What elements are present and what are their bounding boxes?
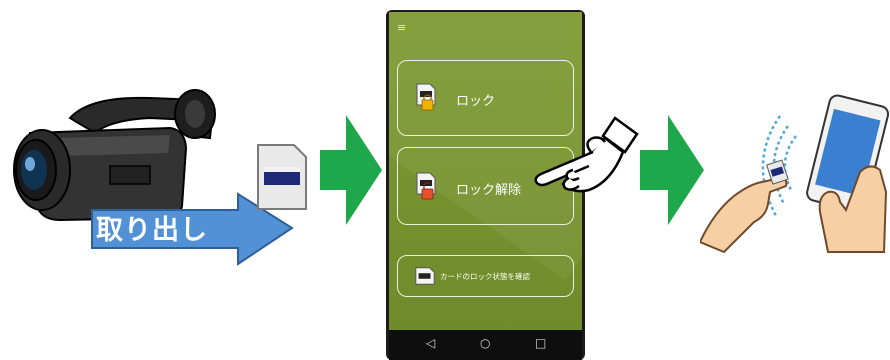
unlock-button-label: ロック解除 [456, 183, 522, 198]
camcorder-illustration [13, 89, 216, 222]
pointing-hand-icon [534, 116, 639, 193]
lock-button-label: ロック [456, 94, 496, 109]
flow-arrow-right-2 [640, 115, 704, 225]
unlocked-sd-card-icon [416, 172, 436, 200]
hamburger-icon[interactable]: ≡ [397, 21, 407, 34]
lock-button[interactable]: ロック [397, 60, 574, 136]
back-icon[interactable]: ◁ [426, 336, 436, 350]
hands-holding-phone-and-sd-card [700, 94, 890, 254]
home-icon[interactable]: ○ [480, 336, 491, 350]
android-nav-bar: ◁ ○ □ [389, 330, 582, 360]
flow-arrow-right-1 [320, 115, 382, 225]
take-out-arrow [91, 192, 294, 266]
take-out-label: 取り出し [96, 215, 208, 246]
sd-card-status-icon [415, 267, 435, 285]
recent-apps-icon[interactable]: □ [535, 336, 547, 350]
check-lock-status-button[interactable]: カードのロック状態を確認 [397, 255, 574, 297]
locked-sd-card-icon [416, 83, 436, 111]
sd-card-illustration [257, 144, 307, 210]
check-lock-status-label: カードのロック状態を確認 [440, 272, 530, 281]
